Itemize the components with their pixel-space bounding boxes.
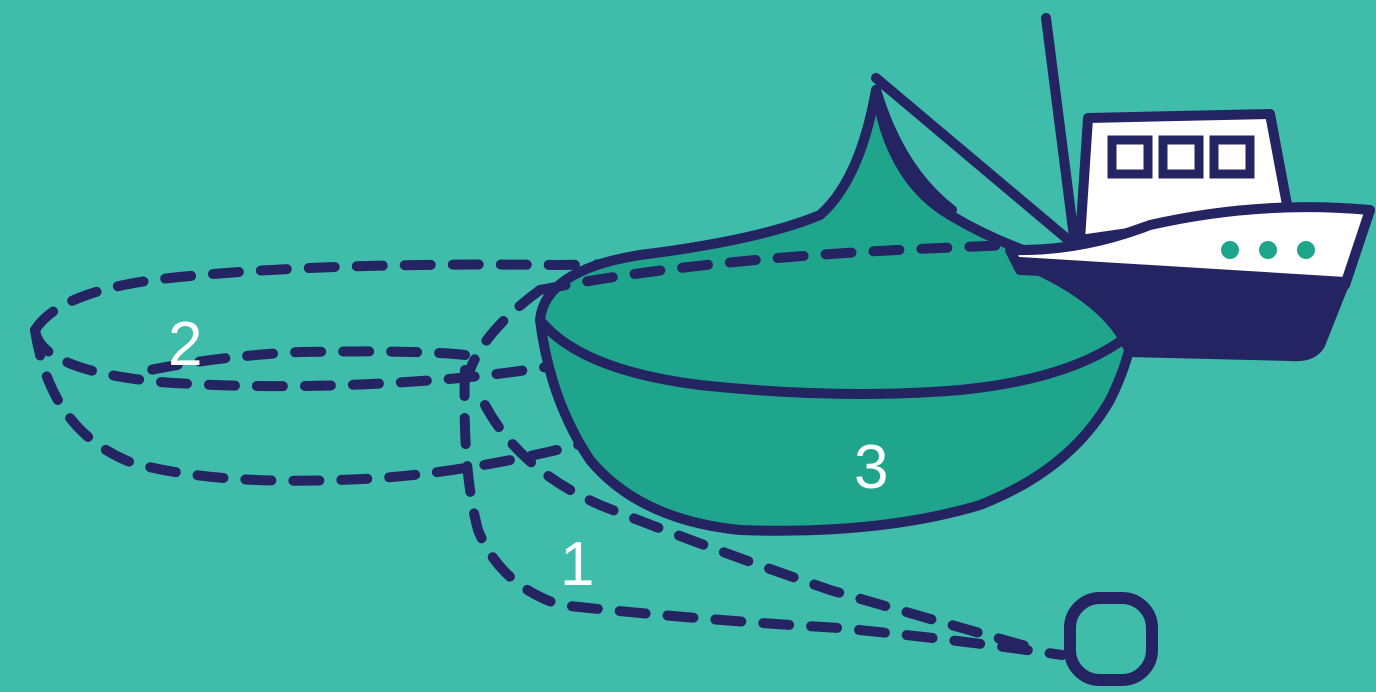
step-1-label: 1 bbox=[560, 530, 594, 599]
step-2-label: 2 bbox=[168, 310, 202, 379]
step-3-label: 3 bbox=[854, 433, 888, 502]
buoy-icon bbox=[1070, 598, 1152, 680]
stage-3-pursed-net bbox=[540, 90, 1135, 531]
